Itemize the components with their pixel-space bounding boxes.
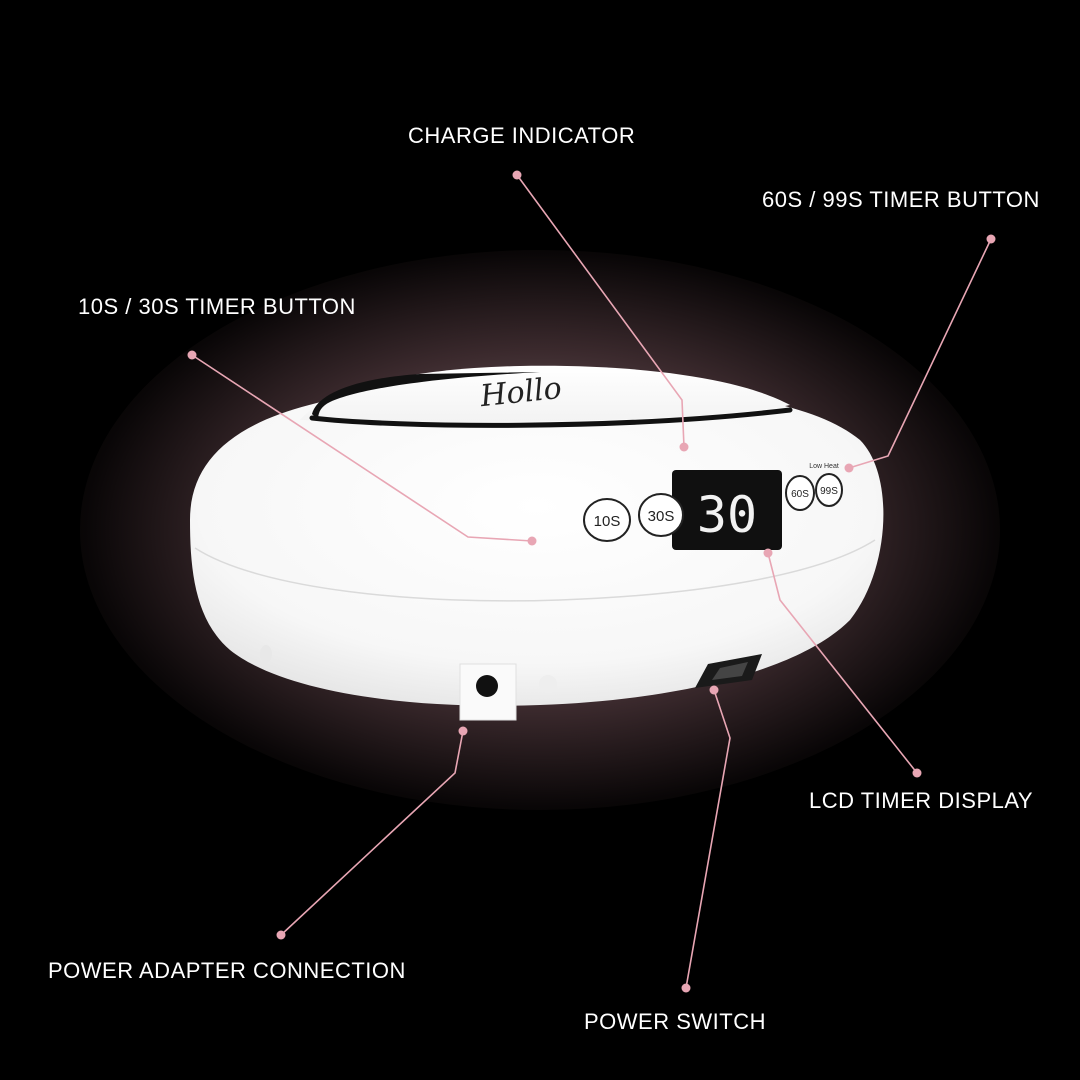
dot-charge-start <box>512 170 522 180</box>
button-99s-label: 99S <box>820 486 838 497</box>
callout-label-power-adapter: POWER ADAPTER CONNECTION <box>48 958 406 983</box>
lcd-timer-display <box>672 470 782 550</box>
dot-adapter-end <box>276 930 286 940</box>
lcd-display-value: 30 <box>697 486 757 544</box>
device-body <box>190 383 884 706</box>
indicator-hole <box>539 675 557 693</box>
dot-lcd-start <box>763 548 773 558</box>
callout-line-charge <box>516 174 685 448</box>
timer-button-10s[interactable]: 10S <box>583 498 631 542</box>
dot-10-30-end <box>527 536 537 546</box>
brand-logo: Hollo <box>478 371 564 414</box>
callout-lines <box>191 174 992 989</box>
timer-button-30s[interactable]: 30S <box>638 493 684 537</box>
power-adapter-jack <box>476 675 498 697</box>
callout-label-60s-99s-timer: 60S / 99S TIMER BUTTON <box>762 187 1040 212</box>
charge-indicator-arc <box>312 372 540 420</box>
dot-60-99-end <box>844 463 854 473</box>
dot-lcd-end <box>912 768 922 778</box>
dot-switch-end <box>681 983 691 993</box>
dot-charge-end <box>679 442 689 452</box>
dot-adapter-start <box>458 726 468 736</box>
side-vent <box>260 645 272 663</box>
callout-line-switch <box>685 689 731 989</box>
power-switch-highlight <box>712 662 748 680</box>
callout-dots <box>187 170 996 993</box>
dot-switch-start <box>709 685 719 695</box>
callout-label-10s-30s-timer: 10S / 30S TIMER BUTTON <box>78 294 356 319</box>
timer-button-99s[interactable]: 99S <box>815 473 843 507</box>
lid-top-edge <box>309 407 793 428</box>
button-60s-label: 60S <box>791 489 809 500</box>
callout-line-adapter <box>280 730 464 936</box>
callout-label-charge-indicator: CHARGE INDICATOR <box>408 123 636 148</box>
callout-line-10-30 <box>191 354 533 542</box>
button-10s-label: 10S <box>594 513 621 530</box>
callout-line-60-99 <box>848 238 992 469</box>
timer-button-60s[interactable]: 60S <box>785 475 815 511</box>
low-heat-label: Low Heat <box>809 463 839 470</box>
dot-60-99-start <box>986 234 996 244</box>
callout-line-lcd <box>767 552 918 774</box>
button-30s-label: 30S <box>648 508 675 525</box>
lid-seam <box>194 539 876 602</box>
callout-label-lcd-timer-display: LCD TIMER DISPLAY <box>809 788 1034 813</box>
dot-10-30-start <box>187 350 197 360</box>
callout-label-power-switch: POWER SWITCH <box>584 1009 766 1034</box>
